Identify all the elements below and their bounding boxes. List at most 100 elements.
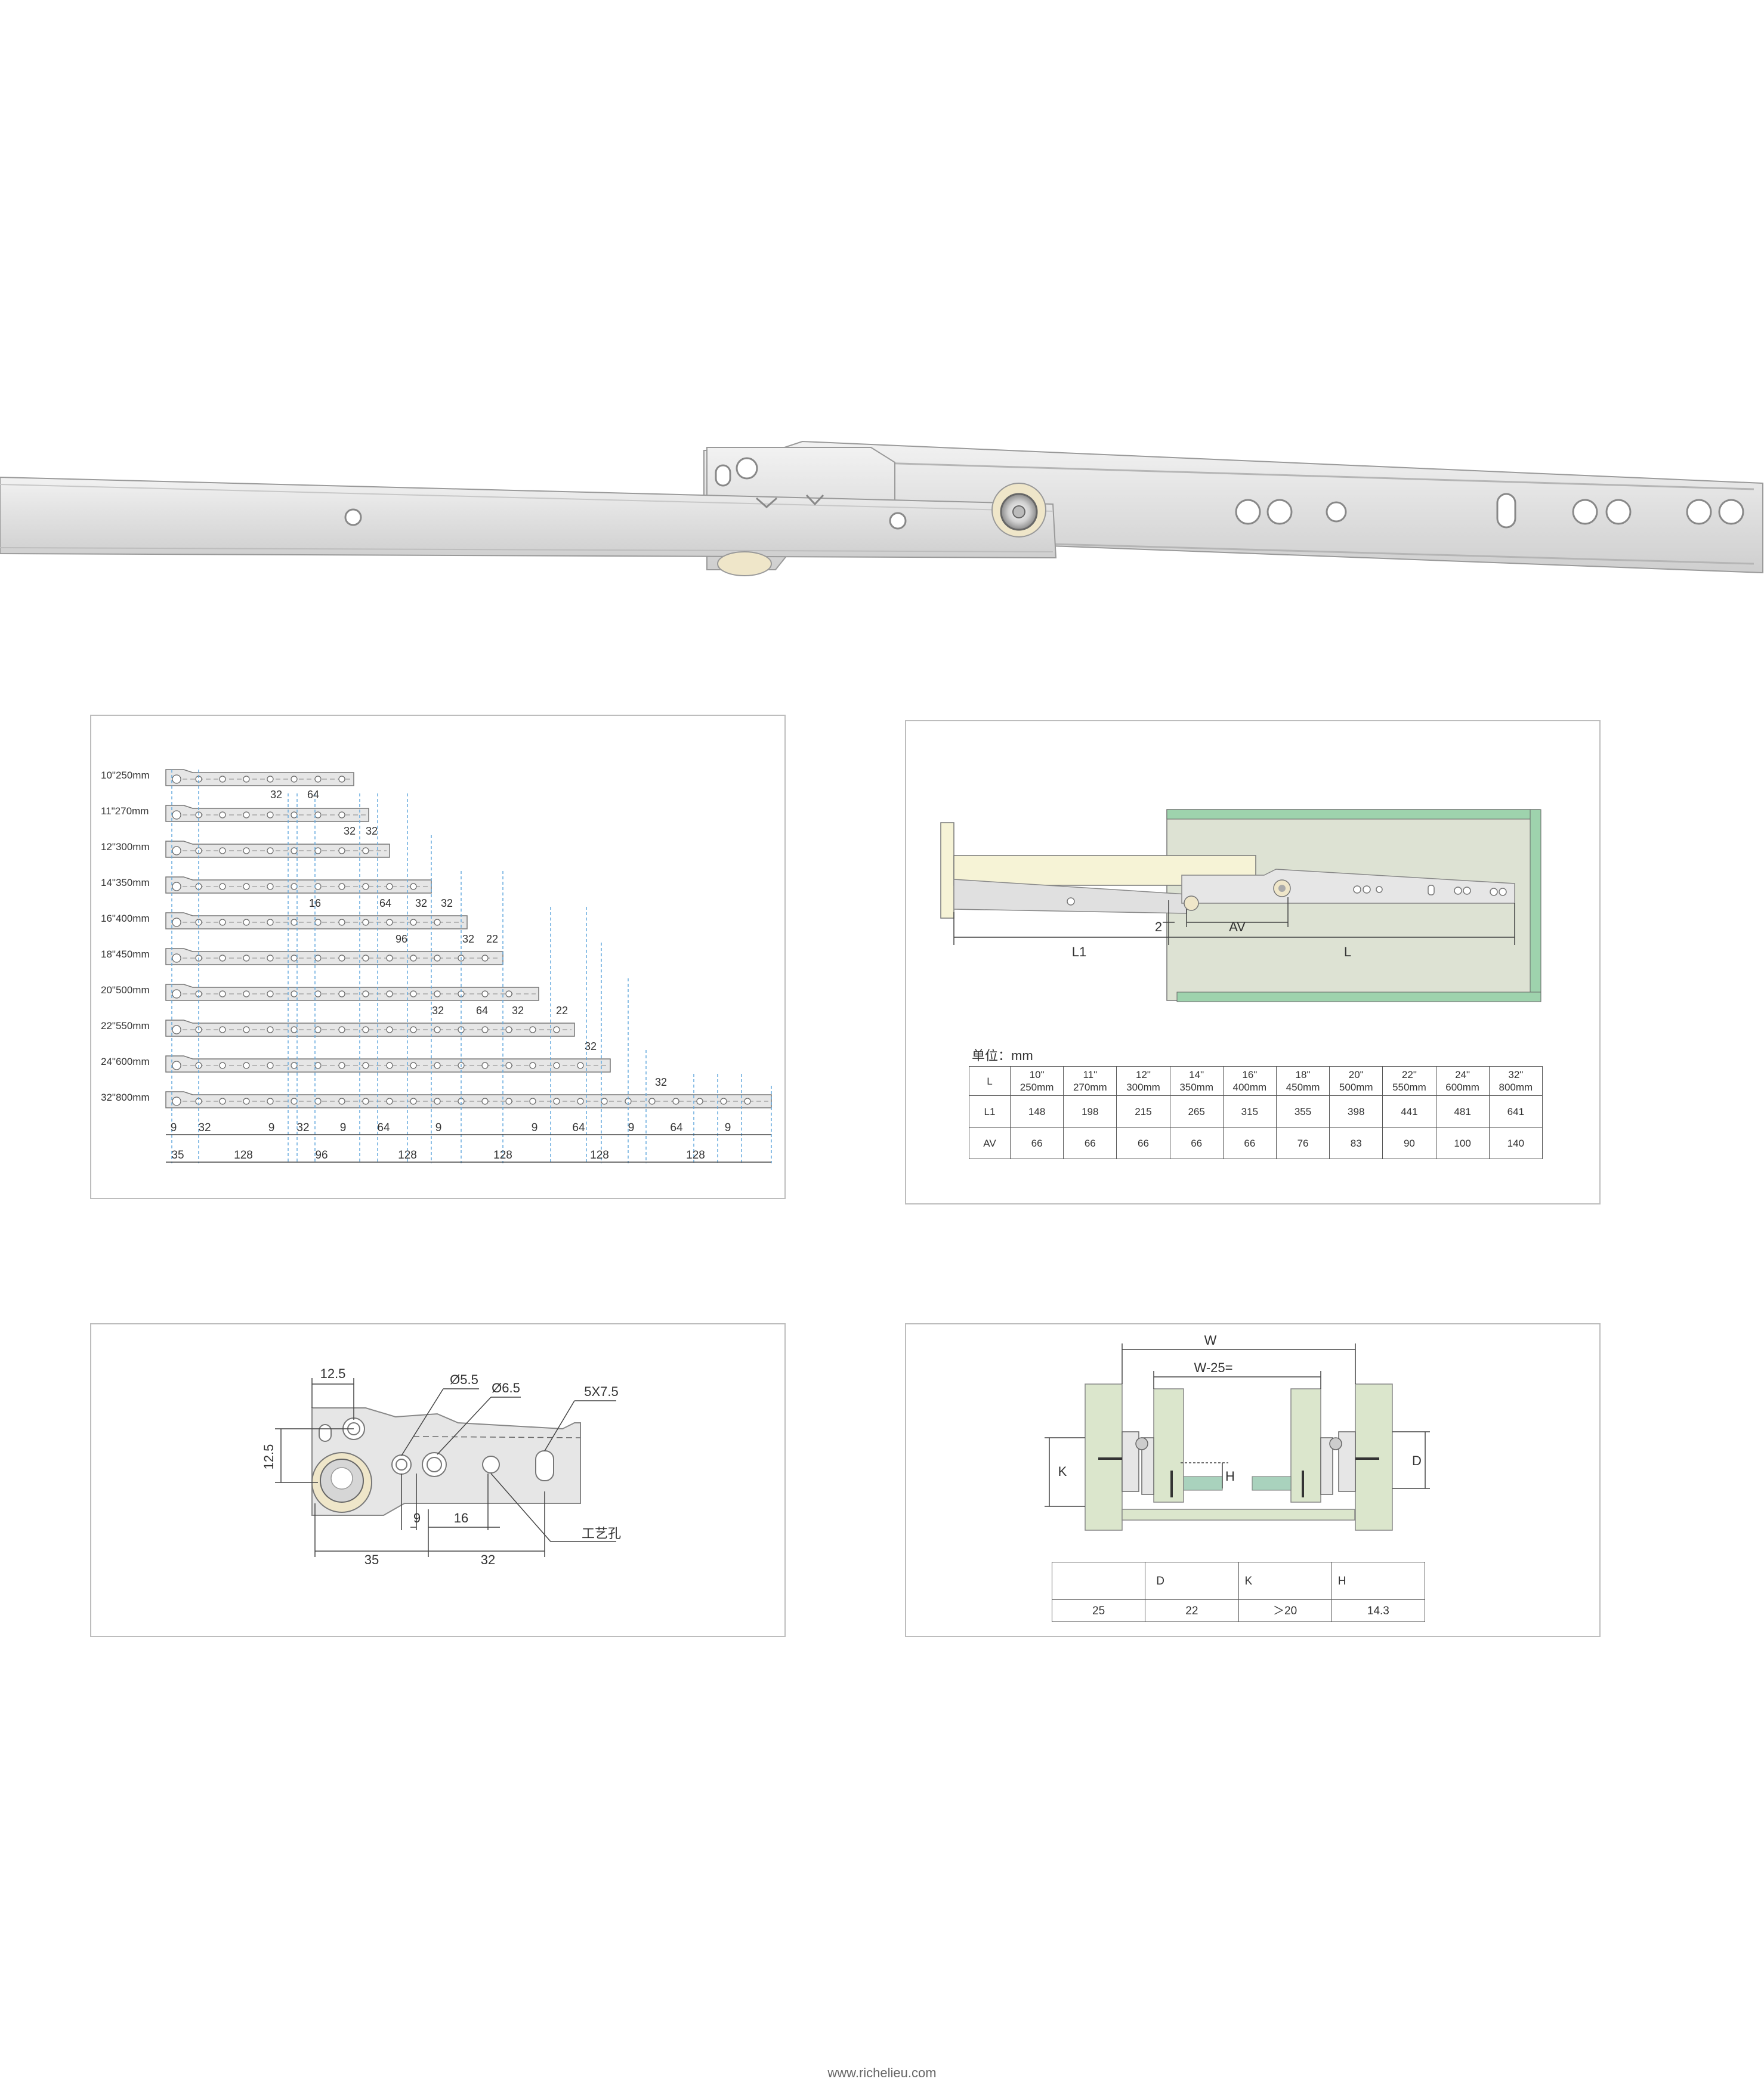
- gap-dim-2: 32: [198, 1122, 211, 1134]
- rail-hole: [577, 1062, 584, 1069]
- rail-hole: [386, 919, 393, 926]
- rail-hole: [553, 1062, 560, 1069]
- rail-hole: [291, 776, 298, 783]
- footer-url: www.richelieu.com: [827, 2065, 937, 2080]
- rail-hole: [386, 1026, 393, 1033]
- dim-32: 32: [481, 1552, 495, 1567]
- length-cell: 441: [1382, 1095, 1436, 1128]
- rail-hole: [553, 1026, 560, 1033]
- install-drawing: 2 AV L1 L: [940, 809, 1541, 1002]
- dim-d5-5: Ø5.5: [450, 1372, 478, 1387]
- dim-w: W: [1204, 1333, 1217, 1348]
- rail-mount-hole: [172, 774, 181, 784]
- dim-l: L: [1344, 944, 1351, 959]
- rail-mount-hole: [172, 882, 181, 891]
- rail-hero-illustration: [0, 440, 1763, 576]
- length-col-inch: 16": [1242, 1069, 1258, 1080]
- section-value-h: 14.3: [1331, 1599, 1426, 1622]
- length-col-inch: 14": [1189, 1069, 1204, 1080]
- length-cell: 215: [1116, 1095, 1170, 1128]
- length-col-inch: 22": [1401, 1069, 1417, 1080]
- rail-hole: [219, 1026, 226, 1033]
- rail-mount-hole: [172, 918, 181, 927]
- pitch-10: 32: [462, 933, 474, 945]
- gap-dim-7: 9: [435, 1122, 442, 1134]
- rail-hole: [386, 955, 393, 962]
- length-cell: 83: [1329, 1127, 1383, 1159]
- pitch-16: 32: [585, 1040, 597, 1052]
- gap-dim-4: 32: [296, 1122, 309, 1134]
- length-cell: 140: [1488, 1127, 1543, 1159]
- rail-hole: [672, 1098, 679, 1105]
- rail-hole: [219, 1098, 226, 1105]
- rail-hole: [219, 919, 226, 926]
- dim-h: H: [1225, 1469, 1235, 1484]
- rail-hole: [529, 1098, 536, 1105]
- section-header-d: D: [1145, 1562, 1239, 1600]
- rail-hole: [481, 990, 489, 997]
- length-col-mm: 550mm: [1392, 1082, 1426, 1093]
- rail-hole: [481, 1062, 489, 1069]
- dim-d: D: [1412, 1453, 1422, 1468]
- spacing-dim-7: 128: [686, 1149, 705, 1162]
- section-table: D K H 25 22 ＞20 14.3: [1051, 1562, 1426, 1622]
- rail-hole: [291, 811, 298, 818]
- rail-hole: [314, 1026, 322, 1033]
- rail-length-label: 22"550mm: [101, 1020, 150, 1031]
- rail-hole: [314, 990, 322, 997]
- rail-hole: [410, 1098, 417, 1105]
- pitch-12: 32: [432, 1005, 444, 1017]
- rail-hole: [362, 1062, 369, 1069]
- section-drawing: W W-25= K H D: [1045, 1333, 1430, 1531]
- length-col-mm: 250mm: [1020, 1082, 1054, 1093]
- section-header-k: K: [1238, 1562, 1332, 1600]
- rail-mount-hole: [172, 1025, 181, 1034]
- rail-mount-hole: [172, 810, 181, 820]
- pitch-7: 32: [415, 897, 427, 909]
- length-cell: 66: [1116, 1127, 1170, 1159]
- section-header-h: H: [1331, 1562, 1426, 1600]
- spacing-dim-6: 128: [590, 1149, 609, 1162]
- rail-mount-hole: [172, 846, 181, 855]
- length-col-header: 18"450mm: [1275, 1066, 1330, 1096]
- length-cell: 148: [1009, 1095, 1064, 1128]
- dim-9: 9: [413, 1511, 421, 1525]
- gap-dim-11: 64: [670, 1122, 683, 1134]
- dim-12-5-side: 12.5: [261, 1444, 276, 1470]
- rail-hole: [410, 1026, 417, 1033]
- rail-hole: [601, 1098, 608, 1105]
- hole-dimensions-panel: 12.5 12.5 Ø5.5 Ø6.5 5X7.5 9 16 35 32 工艺孔: [90, 1323, 786, 1637]
- rail-hole: [243, 1062, 250, 1069]
- rail-hole: [648, 1098, 656, 1105]
- section-view-panel: W W-25= K H D D K H 25 22 ＞20 14.3: [905, 1323, 1601, 1637]
- rail-length-label: 24"600mm: [101, 1056, 150, 1067]
- length-cell: 90: [1382, 1127, 1436, 1159]
- rail-hole: [291, 847, 298, 854]
- rail-hole: [362, 955, 369, 962]
- rail-mount-hole: [172, 1096, 181, 1106]
- rail-hole: [291, 1026, 298, 1033]
- dim-k: K: [1058, 1464, 1067, 1479]
- rail-lengths-panel: 9 32 9 32 9 64 9 9 64 9 64 9 35 128 96 1…: [90, 715, 786, 1199]
- rail-hole: [362, 919, 369, 926]
- gap-dim-6: 64: [377, 1122, 390, 1134]
- gap-dim-8: 9: [532, 1122, 538, 1134]
- dim-l1: L1: [1072, 944, 1086, 959]
- length-col-mm: 500mm: [1339, 1082, 1373, 1093]
- gap-dim-10: 9: [628, 1122, 635, 1134]
- rail-hole: [267, 883, 274, 890]
- hole-drawing: 12.5 12.5 Ø5.5 Ø6.5 5X7.5 9 16 35 32 工艺孔: [261, 1366, 621, 1567]
- length-cell: 355: [1275, 1095, 1330, 1128]
- gap-dim-3: 9: [268, 1122, 275, 1134]
- rail-hole: [362, 990, 369, 997]
- length-row-label: L: [969, 1066, 1011, 1096]
- length-col-header: 22" 550mm: [1382, 1066, 1436, 1096]
- rail-hole: [267, 847, 274, 854]
- length-col-header: 16"400mm: [1222, 1066, 1277, 1096]
- rail-length-label: 18"450mm: [101, 949, 150, 960]
- rail-hole: [243, 776, 250, 783]
- rail-hole: [410, 1062, 417, 1069]
- length-col-mm: 350mm: [1179, 1082, 1213, 1093]
- length-col-mm: 600mm: [1445, 1082, 1479, 1093]
